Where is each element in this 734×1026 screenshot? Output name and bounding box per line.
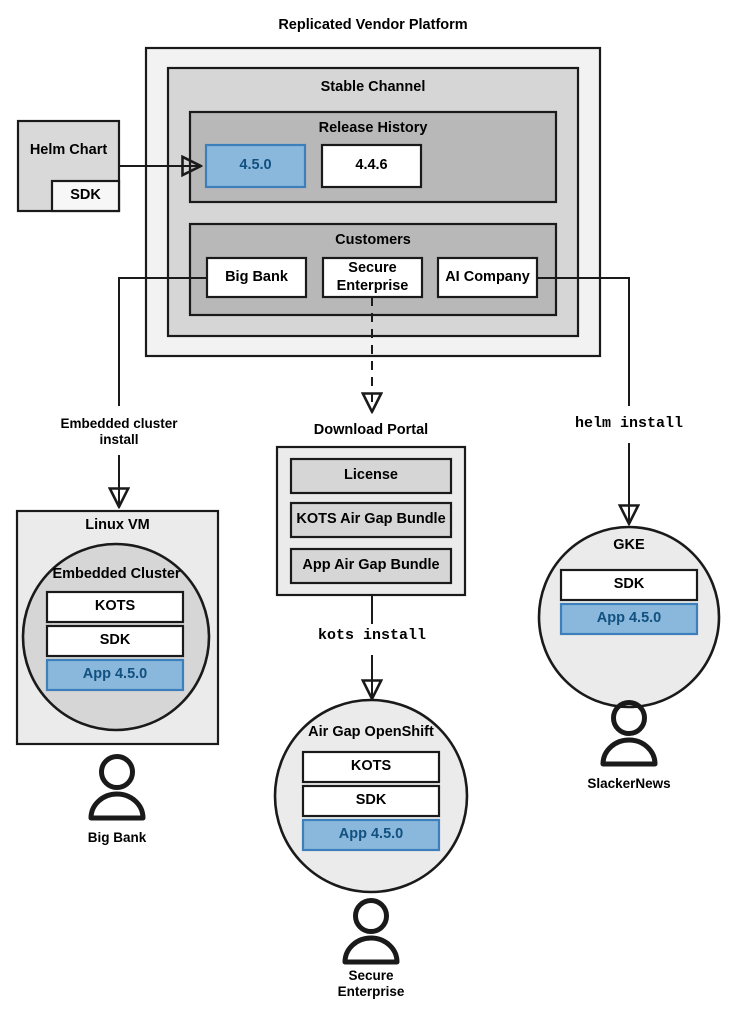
actor-bigbank-icon <box>88 754 146 821</box>
customer-box-0[interactable] <box>205 256 308 299</box>
openshift-component-0[interactable] <box>301 750 441 784</box>
openshift-component-1[interactable] <box>301 784 441 818</box>
linuxvm-component-1[interactable] <box>45 624 185 658</box>
connector-aicompany-to-gke <box>537 277 630 406</box>
actor-slackernews-icon <box>600 700 658 767</box>
gke-component-1[interactable] <box>559 602 699 636</box>
release-box-0[interactable] <box>204 143 307 189</box>
helm-chart-sdk-box[interactable] <box>50 179 121 213</box>
customer-box-1[interactable] <box>321 256 424 299</box>
openshift-component-2[interactable] <box>301 818 441 852</box>
connector-bigbank-to-linuxvm <box>118 277 207 406</box>
download-artifact-1[interactable] <box>289 501 453 539</box>
actor-secure-enterprise-icon <box>342 898 400 965</box>
linuxvm-component-0[interactable] <box>45 590 185 624</box>
gke-component-0[interactable] <box>559 568 699 602</box>
download-artifact-2[interactable] <box>289 547 453 585</box>
release-box-1[interactable] <box>320 143 423 189</box>
download-artifact-0[interactable] <box>289 457 453 495</box>
customer-box-2[interactable] <box>436 256 539 299</box>
linuxvm-component-2[interactable] <box>45 658 185 692</box>
